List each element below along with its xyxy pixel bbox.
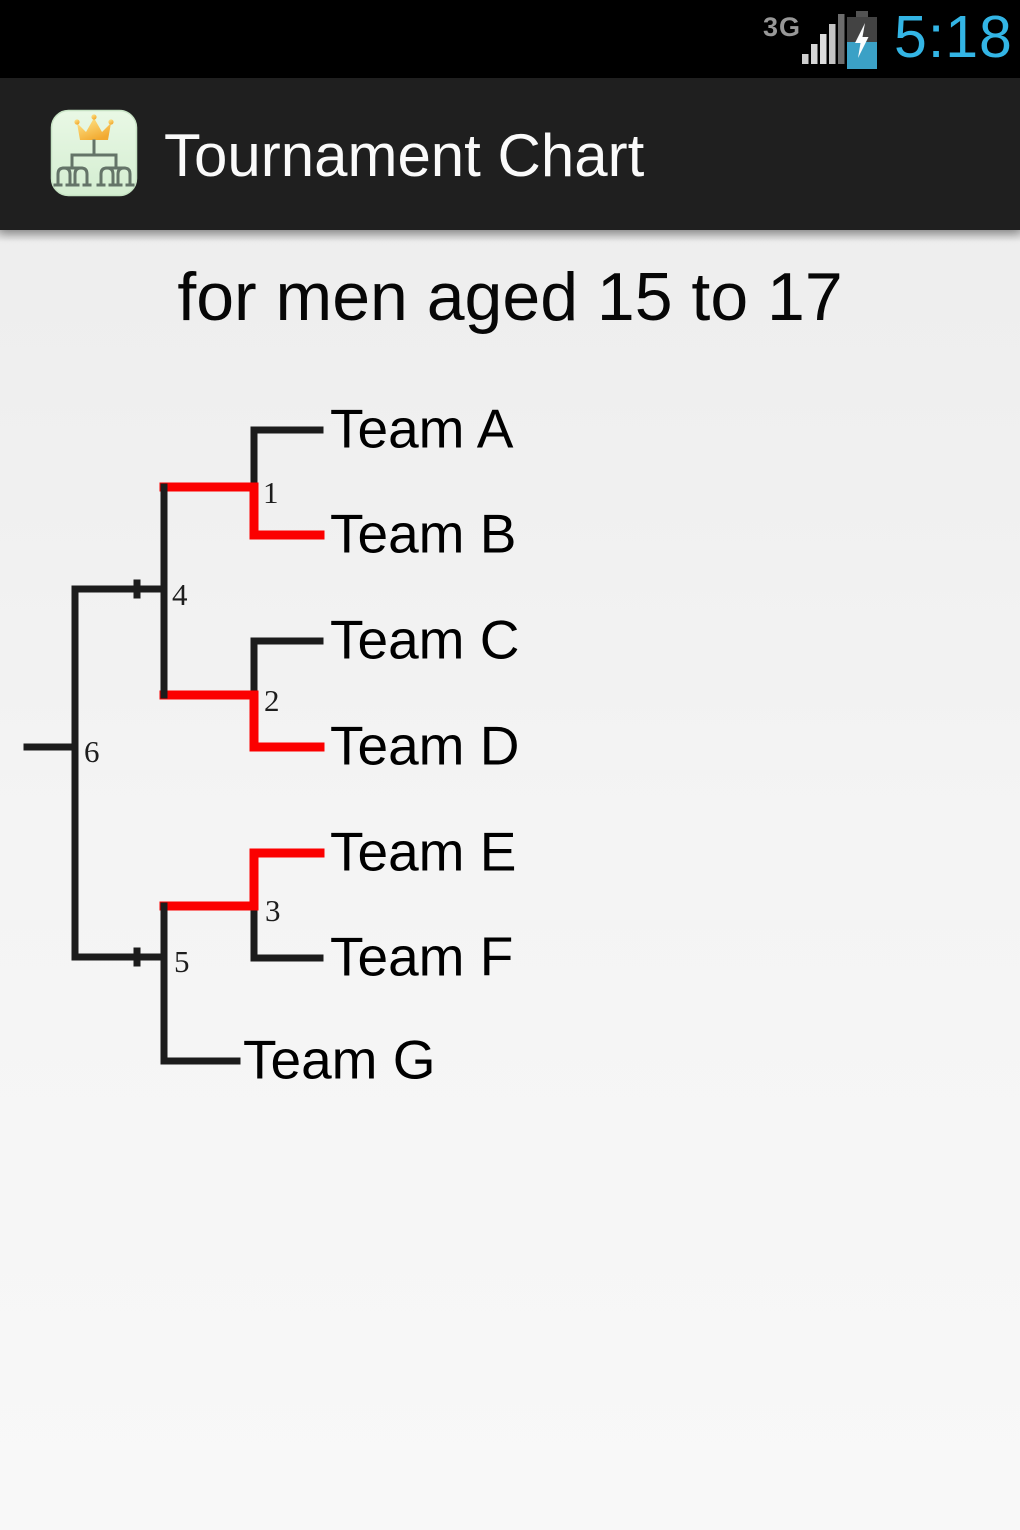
tournament-bracket xyxy=(23,426,325,1065)
match-number-4: 4 xyxy=(172,577,188,612)
status-bar[interactable]: 3G 5:18 xyxy=(0,0,1020,78)
clock: 5:18 xyxy=(894,4,1013,70)
signal-strength-icon xyxy=(802,14,845,64)
winner-line xyxy=(159,690,325,752)
winner-line xyxy=(159,482,325,540)
match-number-2: 2 xyxy=(264,683,280,718)
app-title: Tournament Chart xyxy=(164,122,645,189)
content-area: for men aged 15 to 17 Team A Team B Team C… xyxy=(0,230,1020,1530)
bracket-line xyxy=(250,637,324,699)
team-label-d[interactable]: Team D xyxy=(330,714,520,777)
match-number-6: 6 xyxy=(84,734,100,769)
app-icon[interactable] xyxy=(50,109,138,197)
team-label-f[interactable]: Team F xyxy=(330,925,514,988)
winner-line xyxy=(159,848,325,911)
crown-icon xyxy=(74,114,114,140)
bracket-subtitle: for men aged 15 to 17 xyxy=(177,259,843,335)
bracket-line xyxy=(250,426,324,491)
team-label-b[interactable]: Team B xyxy=(330,502,517,565)
team-label-a[interactable]: Team A xyxy=(330,397,514,460)
bracket-line xyxy=(250,902,324,962)
network-type-label: 3G xyxy=(763,12,802,42)
match-number-1: 1 xyxy=(263,475,279,510)
team-label-c[interactable]: Team C xyxy=(330,608,520,671)
team-label-e[interactable]: Team E xyxy=(330,820,517,883)
actionbar-shadow xyxy=(0,230,1020,242)
team-label-g[interactable]: Team G xyxy=(243,1028,436,1091)
bracket-tree-icon xyxy=(53,139,135,187)
match-number-3: 3 xyxy=(265,893,281,928)
battery-charging-icon xyxy=(847,11,877,69)
match-number-5: 5 xyxy=(174,944,190,979)
action-bar: Tournament Chart xyxy=(0,78,1020,230)
